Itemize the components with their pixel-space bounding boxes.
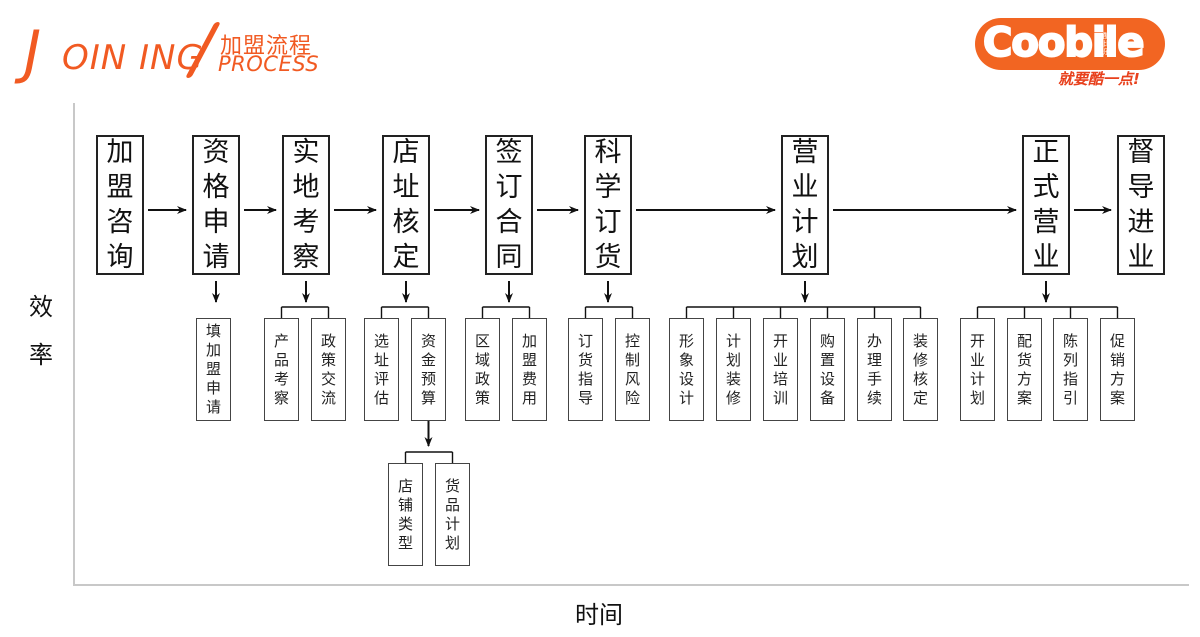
substep-box: 填加盟申请 <box>196 318 231 421</box>
coobile-slogan: 就要酷一点! <box>1058 70 1140 88</box>
substep-box: 计划装修 <box>716 318 751 421</box>
substep-box: 形象设计 <box>669 318 704 421</box>
y-axis-label: 效率 <box>29 293 53 369</box>
substep-box: 订货指导 <box>568 318 603 421</box>
substep-box: 选址评估 <box>364 318 399 421</box>
substep-box: 装修核定 <box>903 318 938 421</box>
y-axis <box>73 103 75 585</box>
step-box: 督导进业 <box>1117 135 1165 275</box>
substep-box: 开业培训 <box>763 318 798 421</box>
substep-box: 区域政策 <box>465 318 500 421</box>
step-box: 科学订货 <box>584 135 632 275</box>
substep-box: 加盟费用 <box>512 318 547 421</box>
substep-box: 开业计划 <box>960 318 995 421</box>
coobile-logo: Coobile 酷比乐 <box>975 18 1165 70</box>
sub-substep-box: 店铺类型 <box>388 463 423 566</box>
step-box: 资格申请 <box>192 135 240 275</box>
substep-box: 配货方案 <box>1007 318 1042 421</box>
x-axis-label: 时间 <box>575 601 623 629</box>
step-box: 营业计划 <box>781 135 829 275</box>
step-box: 加盟咨询 <box>96 135 144 275</box>
substep-box: 陈列指引 <box>1053 318 1088 421</box>
x-axis <box>73 584 1189 586</box>
logo-en-title: PROCESS <box>218 52 320 76</box>
logo-cn-title: 加盟流程 <box>220 34 313 59</box>
coobile-brand-cn: 酷比乐 <box>1103 32 1110 56</box>
step-box: 店址核定 <box>382 135 430 275</box>
sub-substep-box: 货品计划 <box>435 463 470 566</box>
substep-box: 控制风险 <box>615 318 650 421</box>
step-box: 正式营业 <box>1022 135 1070 275</box>
logo-big-letter: J <box>24 18 42 86</box>
step-box: 签订合同 <box>485 135 533 275</box>
coobile-brand: Coobile <box>982 19 1145 67</box>
substep-box: 资金预算 <box>411 318 446 421</box>
substep-box: 购置设备 <box>810 318 845 421</box>
logo-rest: OIN ING <box>62 38 204 78</box>
substep-box: 政策交流 <box>311 318 346 421</box>
step-box: 实地考察 <box>282 135 330 275</box>
substep-box: 产品考察 <box>264 318 299 421</box>
substep-box: 促销方案 <box>1100 318 1135 421</box>
substep-box: 办理手续 <box>857 318 892 421</box>
